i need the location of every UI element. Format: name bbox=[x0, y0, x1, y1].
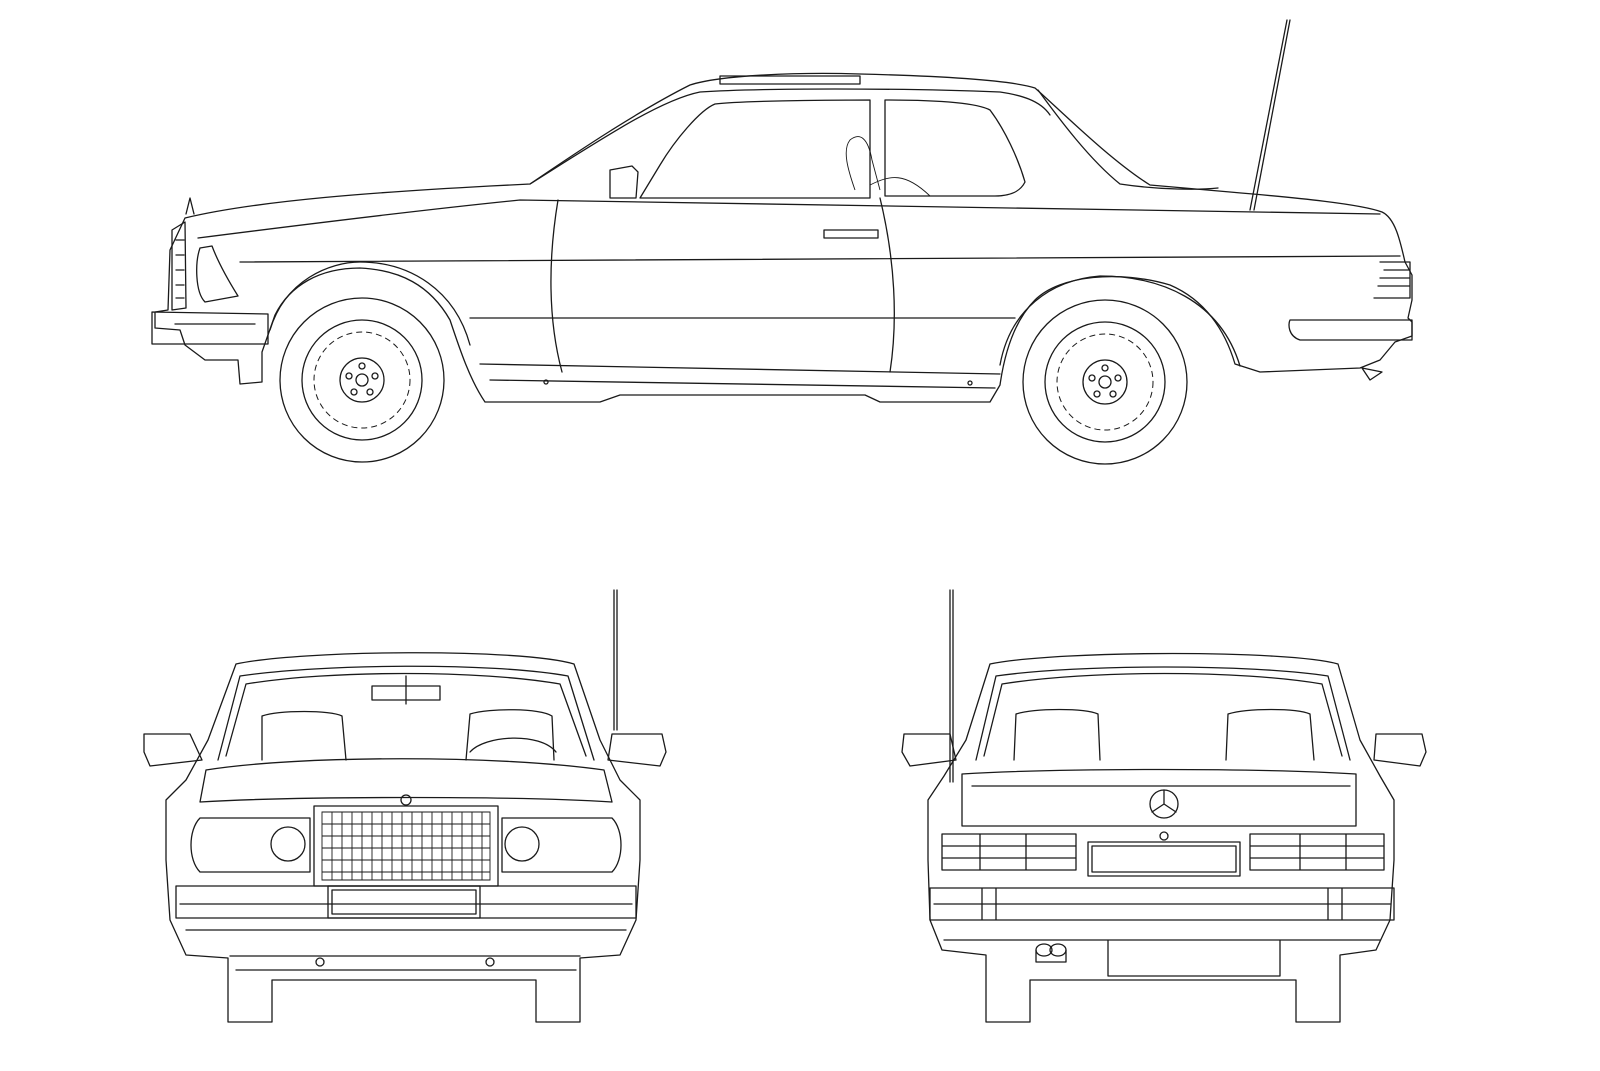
rear-seat-left bbox=[1013, 708, 1101, 761]
front-seat-left bbox=[261, 710, 347, 761]
side-body-outline bbox=[154, 72, 1413, 403]
side-rear-bumper bbox=[1288, 319, 1413, 341]
side-door-dot-rear bbox=[967, 380, 973, 386]
side-roof-line bbox=[529, 88, 1051, 185]
side-front-window bbox=[639, 99, 871, 199]
rear-trunk-lid bbox=[961, 768, 1357, 827]
rear-antenna bbox=[949, 589, 954, 783]
side-headlight bbox=[196, 245, 239, 303]
front-bumper bbox=[175, 885, 637, 919]
front-lamp-left bbox=[270, 826, 306, 862]
side-door-handle bbox=[823, 229, 879, 239]
front-rearview-mirror bbox=[371, 675, 441, 705]
side-sill bbox=[479, 363, 1001, 389]
side-rear-window bbox=[884, 99, 1026, 197]
front-license-plate bbox=[327, 885, 481, 919]
front-tow-left bbox=[315, 957, 325, 967]
rear-taillight-right bbox=[1249, 833, 1385, 871]
rear-lower-apron bbox=[943, 939, 1381, 977]
rear-mirror-left bbox=[901, 733, 957, 767]
front-mirror-left bbox=[143, 733, 203, 767]
rear-seat-right bbox=[1225, 708, 1315, 761]
side-mirror bbox=[609, 165, 639, 199]
side-beltline bbox=[197, 199, 1381, 239]
side-front-grille bbox=[171, 221, 187, 311]
side-sunroof bbox=[719, 75, 861, 85]
front-hood bbox=[199, 758, 613, 803]
front-antenna bbox=[613, 589, 618, 731]
rear-window bbox=[975, 666, 1351, 761]
side-antenna bbox=[1249, 19, 1291, 211]
front-seat-right bbox=[465, 709, 555, 761]
front-grille bbox=[313, 794, 499, 887]
rear-body-outline bbox=[927, 652, 1395, 1023]
rear-keyhole bbox=[1159, 831, 1169, 841]
side-front-wheel bbox=[269, 261, 471, 463]
rear-window-inner bbox=[983, 672, 1343, 757]
rear-view bbox=[901, 589, 1427, 1023]
side-view bbox=[151, 19, 1413, 465]
rear-exhaust bbox=[1035, 943, 1067, 963]
side-door-dot bbox=[543, 379, 549, 385]
rear-star-emblem bbox=[1149, 789, 1179, 819]
side-character-line bbox=[239, 255, 1401, 263]
front-lower-apron bbox=[185, 929, 627, 971]
rear-mirror-right bbox=[1373, 733, 1427, 767]
side-seat bbox=[845, 136, 931, 197]
front-lamp-right bbox=[504, 826, 540, 862]
side-hood-ornament bbox=[185, 197, 195, 215]
side-front-bumper bbox=[151, 311, 269, 345]
side-c-pillar bbox=[1037, 89, 1219, 190]
front-headlight-right bbox=[501, 817, 622, 873]
side-taillight bbox=[1373, 261, 1411, 299]
rear-taillight-left bbox=[941, 833, 1077, 871]
front-tow-right bbox=[485, 957, 495, 967]
front-headlight-left bbox=[190, 817, 311, 873]
front-steering-wheel bbox=[469, 737, 557, 753]
rear-license-plate bbox=[1087, 841, 1241, 877]
side-exhaust bbox=[1361, 367, 1383, 381]
front-mirror-right bbox=[607, 733, 667, 767]
rear-bumper bbox=[929, 887, 1395, 921]
front-view bbox=[143, 589, 667, 1023]
front-windshield bbox=[217, 665, 595, 761]
front-windshield-inner bbox=[225, 672, 587, 757]
side-rear-wheel bbox=[999, 275, 1241, 465]
side-door bbox=[550, 197, 895, 373]
front-roof bbox=[165, 652, 641, 1023]
